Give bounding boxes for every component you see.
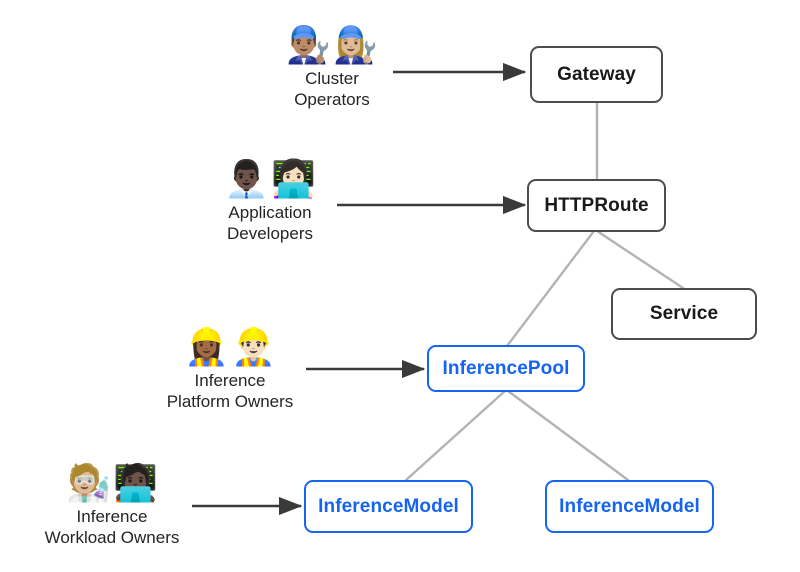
edge-httproute-service — [595, 229, 685, 290]
edge-httproute-inferencepool — [505, 229, 596, 348]
label-line-2: Workload Owners — [44, 528, 180, 548]
node-gateway-label: Gateway — [557, 63, 636, 85]
inference-workload-owners-icons: 🧑🏼‍🔬 🧑🏿‍💻 — [66, 463, 158, 504]
cluster-operators-icons: 👨🏽‍🔧 👩🏼‍🔧 — [286, 25, 378, 66]
label-line-2: Platform Owners — [166, 392, 294, 412]
persona-cluster-operators: 👨🏽‍🔧 👩🏼‍🔧 Cluster Operators — [256, 25, 408, 112]
persona-inference-platform-owners: 👷🏾‍♀️ 👷🏻‍♂️ Inference Platform Owners — [145, 327, 315, 414]
node-service[interactable]: Service — [611, 288, 757, 340]
edge-inferencepool-inferencemodel-right — [506, 389, 630, 482]
node-inferencepool-label: InferencePool — [442, 357, 570, 379]
man-mechanic-icon: 👨🏽‍🔧 — [286, 25, 331, 66]
inference-platform-owners-label: Inference Platform Owners — [167, 370, 294, 414]
inference-platform-owners-icons: 👷🏾‍♀️ 👷🏻‍♂️ — [184, 327, 276, 368]
scientist-icon: 🧑🏼‍🔬 — [66, 463, 111, 504]
node-service-label: Service — [649, 303, 719, 324]
node-inferencemodel-right-label: InferenceModel — [559, 495, 700, 517]
woman-mechanic-icon: 👩🏼‍🔧 — [333, 25, 378, 66]
node-inferencemodel-left-label: InferenceModel — [318, 495, 459, 517]
inference-workload-owners-label: Inference Workload Owners — [45, 506, 180, 550]
node-httproute[interactable]: HTTPRoute — [527, 179, 666, 232]
application-developers-icons: 👨🏿‍💼 👩🏻‍💻 — [224, 159, 316, 200]
application-developers-label: Application Developers — [227, 202, 313, 246]
woman-construction-worker-icon: 👷🏾‍♀️ — [184, 327, 229, 368]
edge-inferencepool-inferencemodel-left — [404, 389, 507, 482]
technologist-icon: 🧑🏿‍💻 — [113, 463, 158, 504]
man-office-worker-icon: 👨🏿‍💼 — [224, 159, 269, 200]
cluster-operators-label: Cluster Operators — [294, 68, 370, 112]
woman-technologist-icon: 👩🏻‍💻 — [271, 159, 316, 200]
label-line-1: Cluster — [305, 68, 359, 88]
label-line-1: Inference — [76, 506, 148, 526]
label-line-1: Application — [228, 202, 312, 222]
label-line-2: Developers — [227, 224, 313, 244]
persona-inference-workload-owners: 🧑🏼‍🔬 🧑🏿‍💻 Inference Workload Owners — [24, 463, 200, 550]
persona-arrows — [192, 62, 527, 516]
node-inferencemodel-right[interactable]: InferenceModel — [545, 480, 714, 533]
node-inferencepool[interactable]: InferencePool — [427, 345, 585, 392]
label-line-1: Inference — [194, 370, 266, 390]
persona-application-developers: 👨🏿‍💼 👩🏻‍💻 Application Developers — [194, 159, 346, 246]
node-httproute-label: HTTPRoute — [544, 194, 649, 216]
node-inferencemodel-left[interactable]: InferenceModel — [304, 480, 473, 533]
man-construction-worker-icon: 👷🏻‍♂️ — [231, 327, 276, 368]
label-line-2: Operators — [294, 90, 370, 110]
node-gateway[interactable]: Gateway — [530, 46, 663, 103]
